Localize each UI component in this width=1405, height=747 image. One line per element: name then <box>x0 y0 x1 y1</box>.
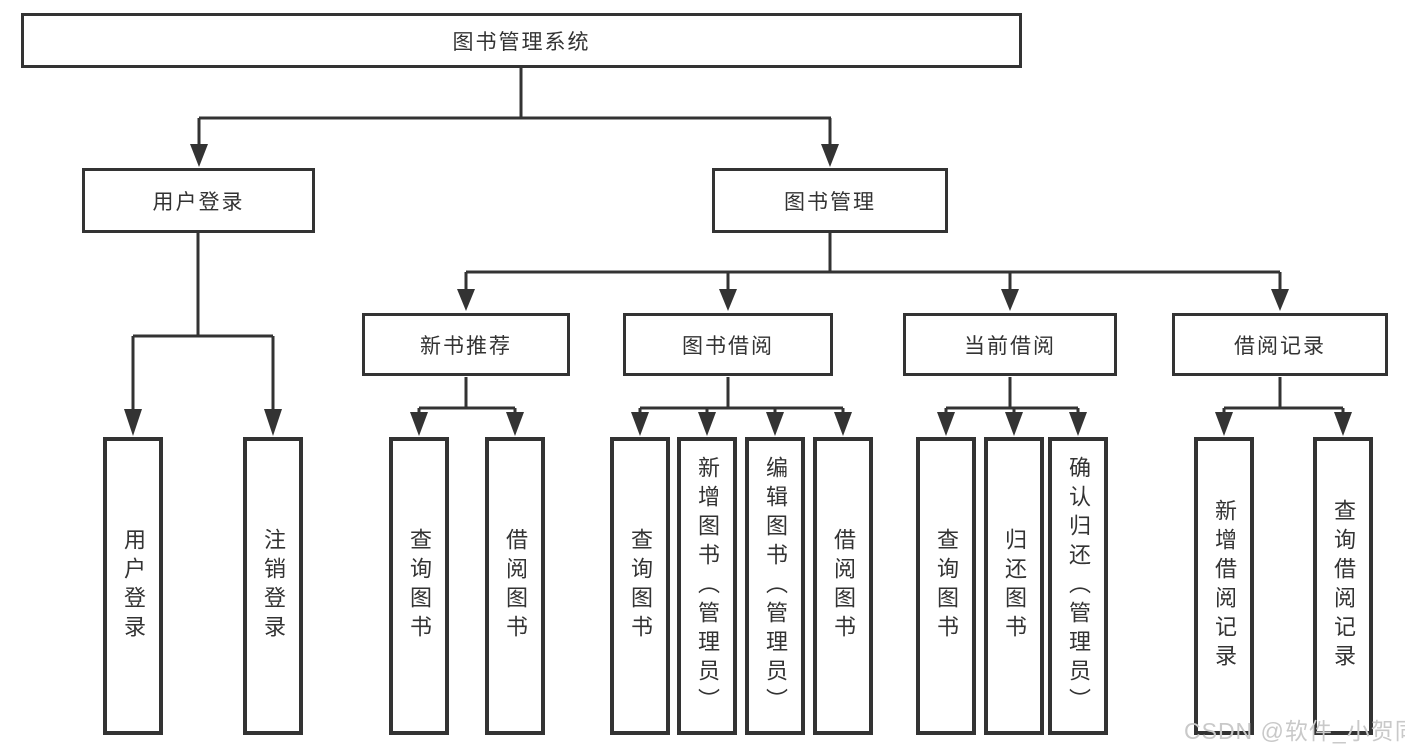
connector-book-borrow-children <box>631 377 852 436</box>
node-leaf-query-books-3: 查询图书 <box>916 437 976 735</box>
node-label: 查询图书 <box>407 528 432 644</box>
connector-borrow-records-children <box>1215 377 1352 436</box>
node-leaf-borrow-books-1: 借阅图书 <box>485 437 545 735</box>
node-label: 用户登录 <box>121 528 146 644</box>
node-root: 图书管理系统 <box>21 13 1022 68</box>
node-new-book-recommend: 新书推荐 <box>362 313 570 376</box>
node-book-borrow: 图书借阅 <box>623 313 833 376</box>
node-leaf-user-login: 用户登录 <box>103 437 163 735</box>
node-label: 借阅图书 <box>503 528 528 644</box>
node-borrow-records: 借阅记录 <box>1172 313 1388 376</box>
connector-current-borrow-children <box>937 377 1087 436</box>
node-user-login: 用户登录 <box>82 168 315 233</box>
node-leaf-add-borrow-record: 新增借阅记录 <box>1194 437 1254 735</box>
connector-new-book-children <box>410 377 524 436</box>
node-label: 查询图书 <box>628 528 653 644</box>
node-leaf-confirm-return-admin: 确认归还（管理员） <box>1048 437 1108 735</box>
node-leaf-edit-books-admin: 编辑图书（管理员） <box>745 437 805 735</box>
node-label: 新增借阅记录 <box>1212 499 1237 673</box>
node-leaf-borrow-books-2: 借阅图书 <box>813 437 873 735</box>
node-current-borrow: 当前借阅 <box>903 313 1117 376</box>
node-label: 查询图书 <box>934 528 959 644</box>
node-leaf-return-books: 归还图书 <box>984 437 1044 735</box>
node-label: 借阅图书 <box>831 528 856 644</box>
connector-book-mgmt-children <box>457 233 1289 311</box>
node-label: 注销登录 <box>261 528 286 644</box>
node-label: 确认归还（管理员） <box>1066 455 1091 717</box>
node-label: 查询借阅记录 <box>1331 499 1356 673</box>
node-book-management: 图书管理 <box>712 168 948 233</box>
node-label: 新增图书（管理员） <box>695 455 720 717</box>
node-label: 编辑图书（管理员） <box>763 455 788 717</box>
node-leaf-add-books-admin: 新增图书（管理员） <box>677 437 737 735</box>
connector-root-to-level2 <box>190 68 839 167</box>
node-leaf-query-books-2: 查询图书 <box>610 437 670 735</box>
node-leaf-logout: 注销登录 <box>243 437 303 735</box>
node-label: 归还图书 <box>1002 528 1027 644</box>
node-leaf-query-books-1: 查询图书 <box>389 437 449 735</box>
connector-user-login-children <box>124 233 282 436</box>
node-leaf-query-borrow-record: 查询借阅记录 <box>1313 437 1373 735</box>
